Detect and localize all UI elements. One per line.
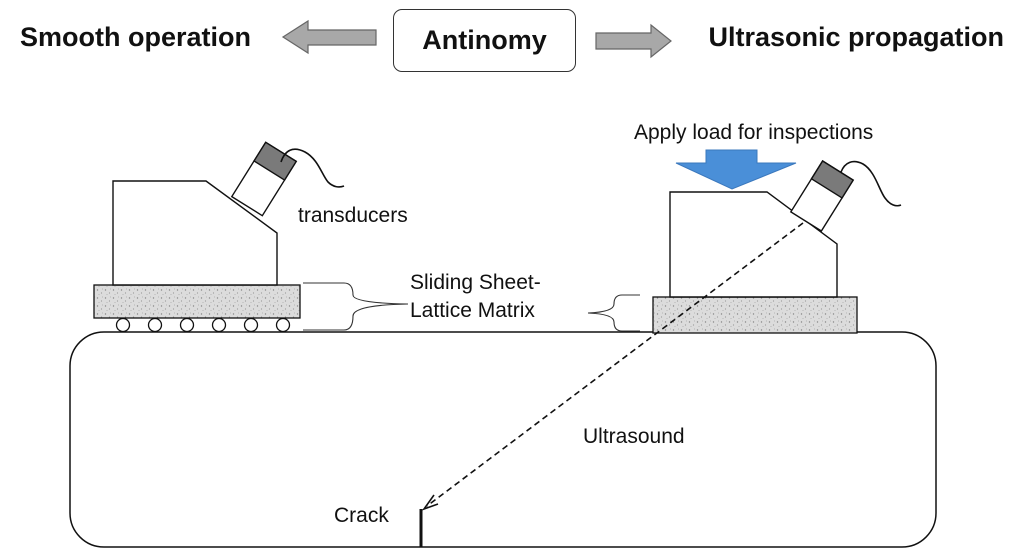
crack-label: Crack — [334, 504, 389, 527]
ultrasound-arrowhead — [421, 494, 439, 511]
left-arrow — [281, 19, 377, 55]
right-transducer — [789, 160, 855, 232]
right-assembly — [652, 149, 902, 334]
left-cable — [280, 148, 345, 188]
left-transducer — [230, 141, 298, 217]
left-bracket — [303, 282, 409, 331]
right-cable — [840, 160, 902, 207]
ultrasound-beam — [426, 222, 804, 507]
right-wedge — [669, 191, 838, 298]
load-arrow — [675, 149, 797, 190]
ultrasound-label: Ultrasound — [583, 425, 685, 448]
left-sliding-sheet — [93, 284, 301, 319]
left-assembly — [93, 141, 345, 333]
right-arrow — [595, 23, 672, 59]
specimen-body — [69, 331, 937, 548]
transducers-label: transducers — [298, 204, 408, 227]
header-smooth-operation: Smooth operation — [20, 22, 251, 52]
sheet-label-line2: Lattice Matrix — [410, 299, 535, 322]
left-wedge — [112, 180, 278, 286]
right-bracket — [587, 294, 640, 332]
load-label: Apply load for inspections — [634, 121, 874, 144]
left-rollers — [115, 317, 291, 333]
antinomy-label: Antinomy — [422, 25, 547, 55]
header-ultrasonic-propagation: Ultrasonic propagation — [708, 22, 1004, 52]
sheet-label-line1: Sliding Sheet- — [410, 271, 541, 294]
right-sliding-sheet — [652, 296, 858, 334]
antinomy-box: Antinomy — [393, 9, 576, 72]
